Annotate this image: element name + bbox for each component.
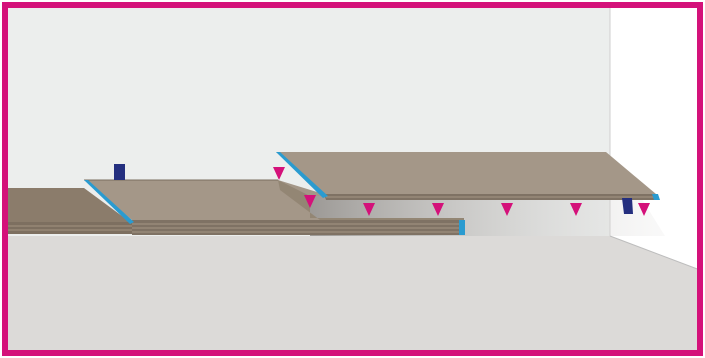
raised-plank-tongue [276, 152, 328, 198]
middle-plank-tongue [84, 180, 134, 224]
middle-plank-top [84, 180, 464, 220]
raised-plank-top [276, 152, 656, 194]
press-down-marker-icon [273, 167, 285, 180]
installed-planks-top [8, 188, 130, 222]
installed-planks-edge [8, 222, 138, 234]
floor-wall-edge [609, 235, 701, 271]
press-down-marker-icon [432, 203, 444, 216]
floor-surface [8, 236, 700, 352]
press-down-marker-icon [570, 203, 582, 216]
press-down-marker-icon [501, 203, 513, 216]
press-down-marker-icon [363, 203, 375, 216]
tongue-edge [459, 220, 465, 235]
raised-plank-end [652, 194, 660, 200]
spacer-block-icon [114, 164, 125, 180]
spacer-block-icon [622, 198, 633, 214]
press-down-marker-icon [638, 203, 650, 216]
press-down-marker-icon [304, 195, 316, 208]
